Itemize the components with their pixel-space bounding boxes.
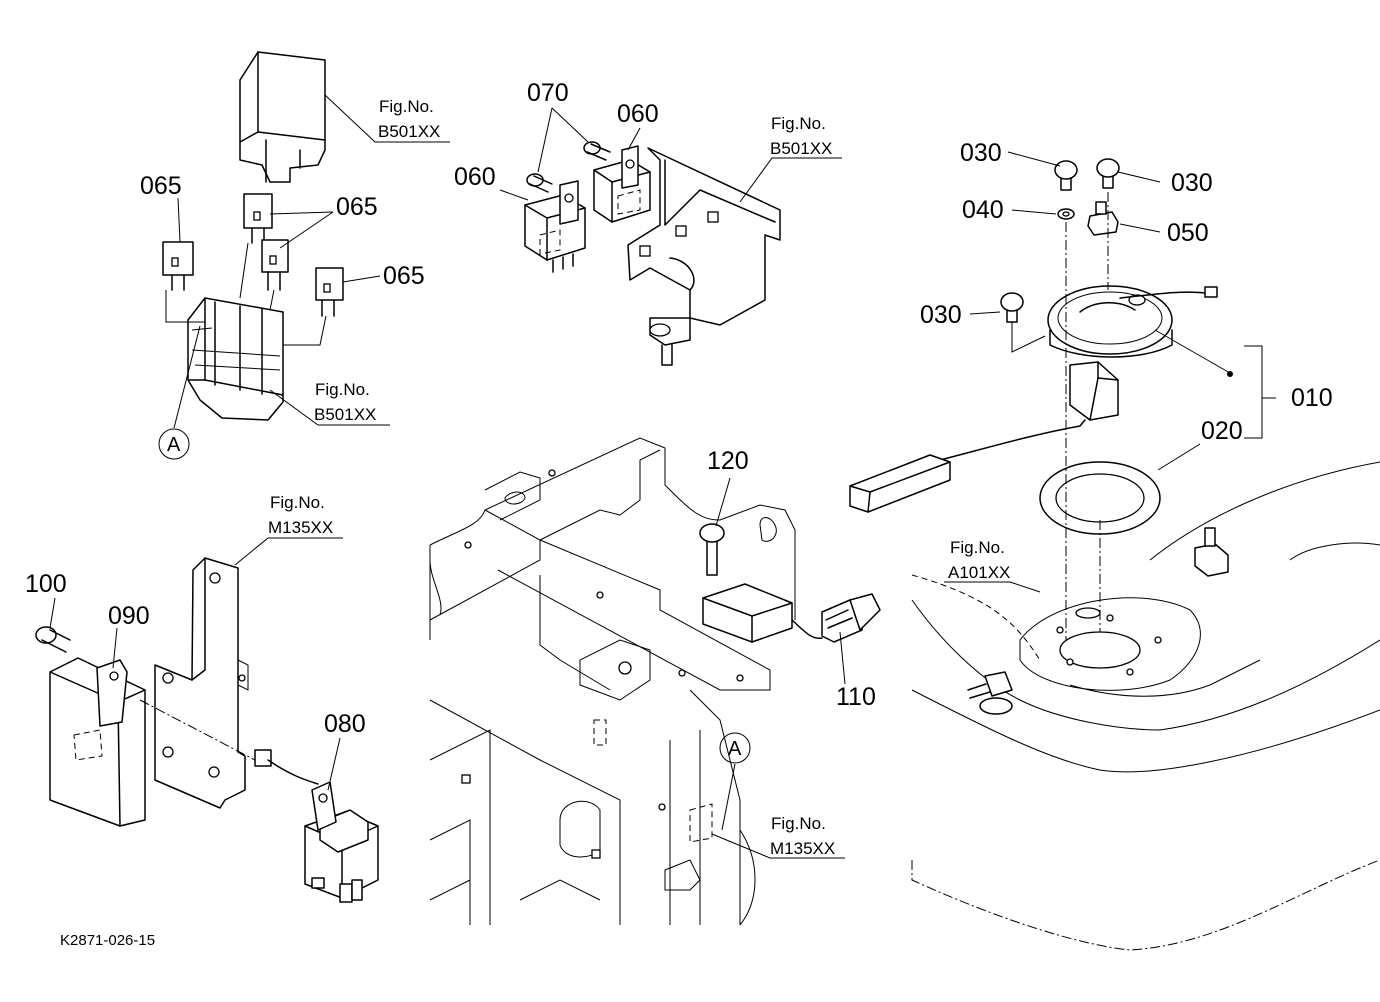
callout-100: 100 (25, 570, 67, 598)
relay-060-front (524, 180, 586, 273)
callout-060-right: 060 (617, 100, 659, 128)
relay-080 (304, 781, 379, 903)
callout-020: 020 (1201, 417, 1243, 445)
callout-030-top-right: 030 (1171, 169, 1213, 197)
leader-dot (1227, 371, 1233, 377)
fig-ref-title-1: Fig.No. (379, 97, 434, 116)
bolt-070-b (583, 141, 611, 161)
marker-a-left: A (158, 428, 190, 460)
terminal-050 (1087, 211, 1119, 236)
bolt-120 (699, 523, 725, 576)
controller-bracket-assembly (35, 557, 379, 903)
fig-ref-title-3: Fig.No. (771, 114, 826, 133)
marker-a-left-label: A (167, 434, 181, 456)
callout-030-top-left: 030 (960, 139, 1002, 167)
fig-ref-code-4: A101XX (948, 563, 1010, 582)
bolt-070-a (526, 173, 553, 193)
callout-110: 110 (836, 683, 876, 711)
callout-065-left: 065 (140, 172, 182, 200)
unit-110 (702, 583, 881, 643)
marker-a-right-label: A (728, 738, 742, 760)
fig-ref-title-6: Fig.No. (771, 814, 826, 833)
fig-ref-title-4: Fig.No. (950, 538, 1005, 557)
callout-065-upper: 065 (336, 193, 378, 221)
float (849, 454, 951, 513)
fig-ref-code-5: M135XX (268, 518, 333, 537)
callout-120: 120 (707, 447, 749, 475)
drawing-code: K2871-026-15 (60, 932, 155, 949)
fig-ref-code-3: B501XX (770, 139, 832, 158)
fig-ref-code-6: M135XX (770, 839, 835, 858)
callout-030-lower: 030 (920, 301, 962, 329)
relay-box-assembly (162, 51, 344, 421)
callout-040: 040 (962, 196, 1004, 224)
relay-065-middle (261, 239, 289, 291)
relay-060-back (593, 145, 651, 223)
fuel-tank (911, 461, 1380, 951)
callout-050: 050 (1167, 219, 1209, 247)
frame-assembly (429, 437, 881, 926)
fig-ref-code-1: B501XX (378, 122, 440, 141)
marker-a-right: A (719, 732, 751, 764)
relay-bracket-assembly (524, 141, 781, 366)
callout-080: 080 (324, 710, 366, 738)
callout-010: 010 (1291, 384, 1333, 412)
relay-065-upper (243, 193, 273, 244)
fig-ref-code-2: B501XX (314, 405, 376, 424)
callout-065-right: 065 (383, 262, 425, 290)
callout-090: 090 (108, 602, 150, 630)
fuel-sender-assembly (849, 158, 1218, 660)
screw-030-b (1096, 158, 1120, 189)
screw-030-a (1054, 160, 1078, 191)
fig-ref-title-2: Fig.No. (315, 380, 370, 399)
callout-070: 070 (527, 79, 569, 107)
bolt-100 (35, 626, 71, 653)
screw-030-c (1000, 292, 1024, 323)
relay-065-left (162, 241, 194, 291)
fig-ref-title-5: Fig.No. (270, 493, 325, 512)
controller-090 (49, 657, 146, 827)
relay-065-right (315, 267, 344, 317)
callout-060-left: 060 (454, 163, 496, 191)
